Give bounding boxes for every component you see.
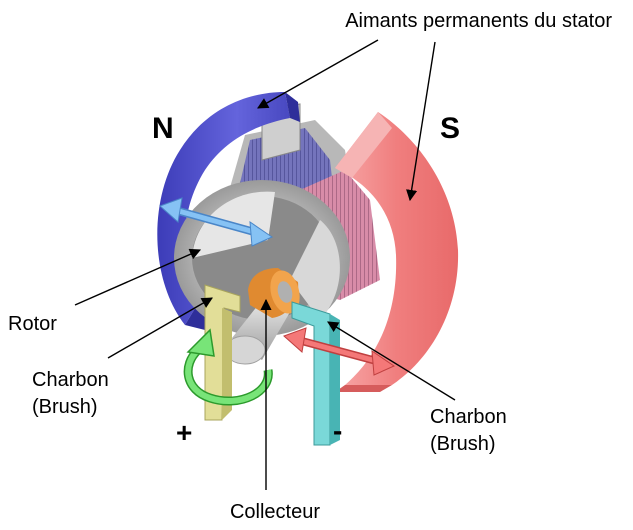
brush-left — [204, 284, 241, 421]
label-minus: - — [333, 415, 342, 446]
leader-rotor — [74, 248, 202, 306]
rotation-arrow — [183, 328, 273, 406]
force-arrow-right — [283, 327, 396, 376]
label-plus: + — [176, 417, 192, 448]
leader-lines — [74, 39, 456, 490]
leader-brush-right — [327, 321, 456, 401]
label-rotor: Rotor — [8, 313, 57, 335]
label-brush-left-line2: (Brush) — [32, 396, 98, 418]
leader-magnets-south — [406, 41, 436, 202]
force-arrow-left — [159, 197, 274, 247]
leader-magnets-north — [257, 39, 379, 109]
label-magnets: Aimants permanents du stator — [345, 10, 612, 32]
south-magnet — [335, 112, 459, 392]
label-brush-right-line1: Charbon — [430, 406, 507, 428]
label-brush-right-line2: (Brush) — [430, 433, 496, 455]
label-commutator: Collecteur — [230, 501, 320, 523]
label-north: N — [152, 112, 174, 145]
leader-brush-left — [107, 297, 213, 359]
label-south: S — [440, 112, 460, 145]
label-brush-left-line1: Charbon — [32, 369, 109, 391]
